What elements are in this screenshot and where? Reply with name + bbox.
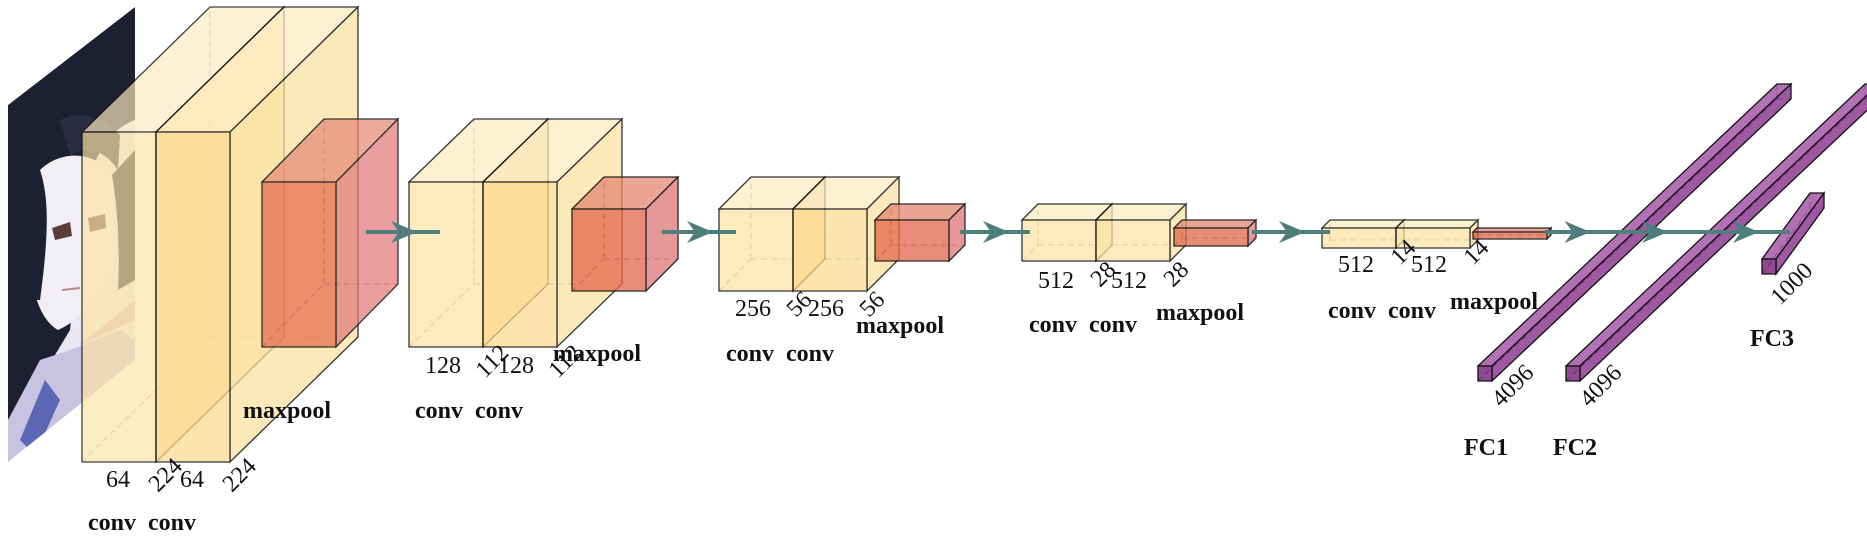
block2-caption: conv conv xyxy=(415,398,523,424)
arrow-6 xyxy=(1608,221,1700,243)
block1-conv2-channels: 64 xyxy=(180,467,204,493)
block4-maxpool-box xyxy=(1172,218,1258,248)
block1-pool-caption: maxpool xyxy=(243,398,331,424)
fc2-box xyxy=(1564,83,1867,383)
arrow-4 xyxy=(1252,221,1330,243)
block5-caption: conv conv xyxy=(1328,298,1436,324)
arrow-2 xyxy=(662,221,736,243)
block4-conv2-size: 28 xyxy=(1159,257,1194,292)
block2-pool-caption: maxpool xyxy=(553,341,641,367)
block1-caption: conv conv xyxy=(88,510,196,536)
block4-conv2-box xyxy=(1094,202,1188,263)
block5-maxpool-box xyxy=(1471,226,1553,241)
fc3-box xyxy=(1760,191,1826,276)
arrow-5 xyxy=(1545,221,1608,243)
block5-pool-caption: maxpool xyxy=(1450,289,1538,315)
block3-conv1-channels: 256 xyxy=(735,296,771,322)
fc3-caption: FC3 xyxy=(1750,326,1794,352)
labels: 64 64 224 224 conv conv maxpool 128 128 … xyxy=(88,235,1818,536)
network-layers xyxy=(80,5,1867,464)
block4-conv2-channels: 512 xyxy=(1111,268,1147,294)
arrow-7 xyxy=(1700,221,1790,243)
block4-conv1-channels: 512 xyxy=(1038,268,1074,294)
arrow-1 xyxy=(366,221,440,243)
block5-conv1-channels: 512 xyxy=(1338,252,1374,278)
block4-pool-caption: maxpool xyxy=(1156,300,1244,326)
block5-conv2-channels: 512 xyxy=(1411,252,1447,278)
block5-conv2-box xyxy=(1394,218,1480,250)
fc2-caption: FC2 xyxy=(1553,435,1597,461)
block3-caption: conv conv xyxy=(726,341,834,367)
block3-maxpool-box xyxy=(873,202,967,263)
block2-conv1-channels: 128 xyxy=(425,353,461,379)
block3-pool-caption: maxpool xyxy=(856,313,944,339)
fc1-caption: FC1 xyxy=(1464,435,1508,461)
block4-caption: conv conv xyxy=(1029,312,1137,338)
block3-conv2-channels: 256 xyxy=(808,296,844,322)
block1-conv1-channels: 64 xyxy=(106,467,130,493)
arrow-3 xyxy=(960,221,1030,243)
block2-conv2-channels: 128 xyxy=(498,353,534,379)
block5-conv1-box xyxy=(1320,218,1406,250)
